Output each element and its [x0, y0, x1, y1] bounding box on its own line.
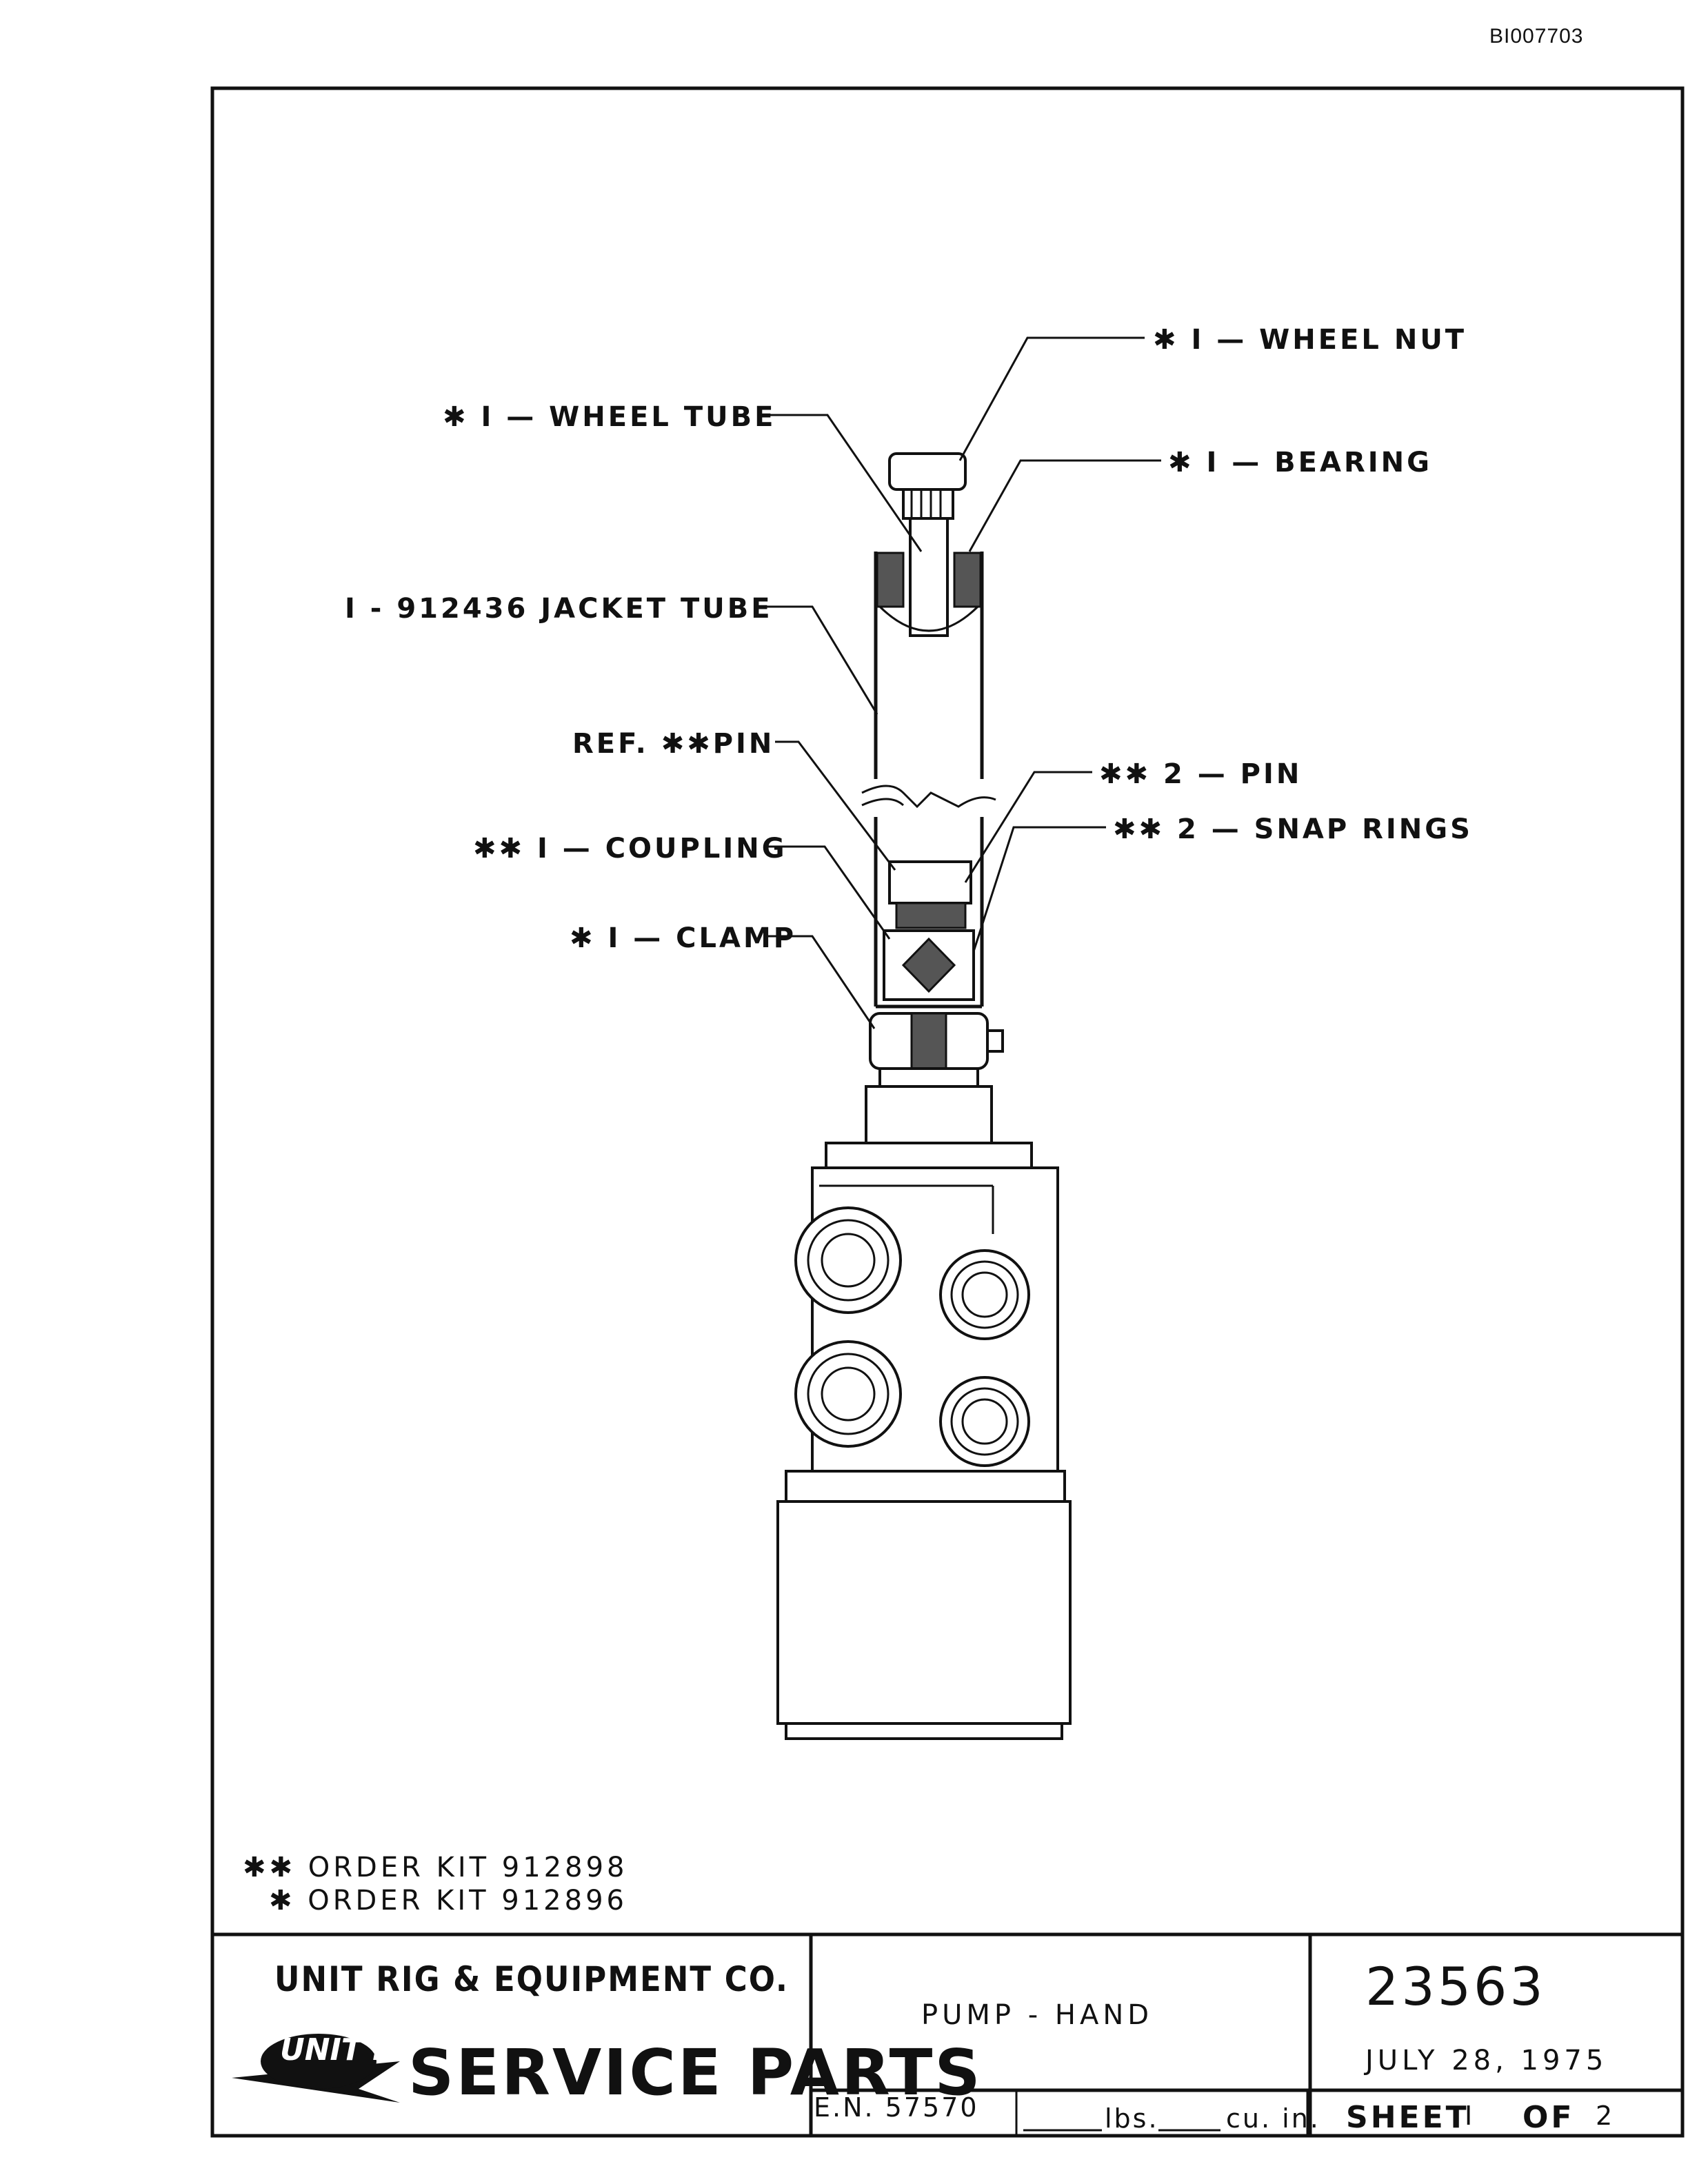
drawing-border: [210, 86, 1685, 2138]
clamp-bolt: [986, 1029, 1004, 1053]
callout-bearing: ✱ I — BEARING: [1168, 447, 1432, 478]
volume-label: cu. in.: [1226, 2103, 1320, 2134]
wheel-tube: [909, 517, 949, 637]
logo-text: UNIT RIG: [280, 2032, 432, 2067]
leader-lines: [767, 336, 1161, 1029]
title-block: UNIT RIG & EQUIPMENT CO. UNIT RIG SERVIC…: [212, 1932, 1682, 2136]
break-line: [861, 785, 996, 809]
of-label: OF: [1523, 2100, 1574, 2135]
pump-neck: [865, 1085, 993, 1144]
callout-jacket-tube: I - 912436 JACKET TUBE: [345, 593, 773, 625]
callout-pin: ✱✱ 2 — PIN: [1099, 758, 1302, 790]
callout-wheel-tube: ✱ I — WHEEL TUBE: [443, 401, 776, 433]
pump-drawing: [776, 452, 1072, 1740]
callout-wheel-nut: ✱ I — WHEEL NUT: [1153, 324, 1467, 356]
note-kit-912898: ✱✱ ORDER KIT 912898: [243, 1852, 627, 1883]
unit-rig-logo: UNIT RIG: [232, 2032, 432, 2103]
weight-label: lbs.: [1105, 2103, 1159, 2134]
drawing-date: JULY 28, 1975: [1363, 2045, 1607, 2076]
coupling-cross: [901, 937, 956, 993]
callout-coupling: ✱✱ I — COUPLING: [473, 833, 787, 865]
service-parts-heading: SERVICE PARTS: [408, 2036, 983, 2110]
sheet-number: I: [1465, 2101, 1474, 2131]
callout-ref-pin: REF. ✱✱PIN: [572, 728, 774, 760]
bearing-right: [953, 552, 982, 608]
callout-snap-rings: ✱✱ 2 — SNAP RINGS: [1113, 813, 1473, 845]
wheel-nut: [888, 452, 967, 491]
port-upper-right: [939, 1249, 1030, 1340]
port-upper-left: [794, 1206, 902, 1314]
pin: [895, 902, 967, 929]
sheet-label: SHEET: [1346, 2100, 1469, 2135]
port-lower-right: [939, 1376, 1030, 1467]
document-id: BI007703: [1489, 25, 1584, 48]
callout-clamp: ✱ I — CLAMP: [570, 922, 796, 954]
pump-flange: [825, 1142, 1033, 1169]
bearing-left: [876, 552, 905, 608]
sheet-total: 2: [1596, 2101, 1614, 2131]
part-description: PUMP - HAND: [921, 1999, 1153, 2031]
port-lower-left: [794, 1340, 902, 1448]
engineering-notice: E.N. 57570: [814, 2092, 979, 2123]
pump-housing: [776, 1500, 1072, 1725]
note-kit-912896: ✱ ORDER KIT 912896: [269, 1885, 627, 1917]
drawing-number: 23563: [1365, 1956, 1546, 2017]
company-name: UNIT RIG & EQUIPMENT CO.: [274, 1959, 789, 1999]
pin-upper: [888, 860, 972, 904]
